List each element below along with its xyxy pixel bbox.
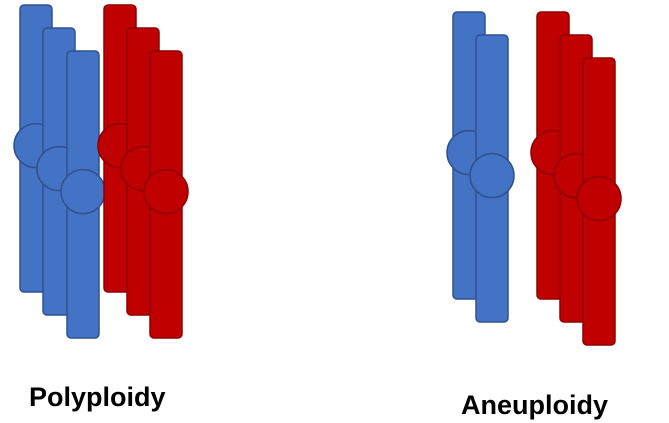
centromere-icon [143, 168, 189, 215]
aneuploidy-blue-chromosome-2 [469, 34, 515, 323]
aneuploidy-panel [446, 11, 622, 346]
centromere-icon [60, 168, 106, 215]
polyploidy-blue-chromosome-3 [60, 50, 106, 339]
centromere-icon [576, 175, 622, 222]
centromere-icon [469, 152, 515, 199]
polyploidy-red-chromosome-3 [143, 50, 189, 339]
aneuploidy-red-chromosome-3 [576, 57, 622, 346]
polyploidy-panel [13, 4, 189, 339]
aneuploidy-label: Aneuploidy [461, 390, 608, 420]
polyploidy-label: Polyploidy [29, 382, 166, 412]
